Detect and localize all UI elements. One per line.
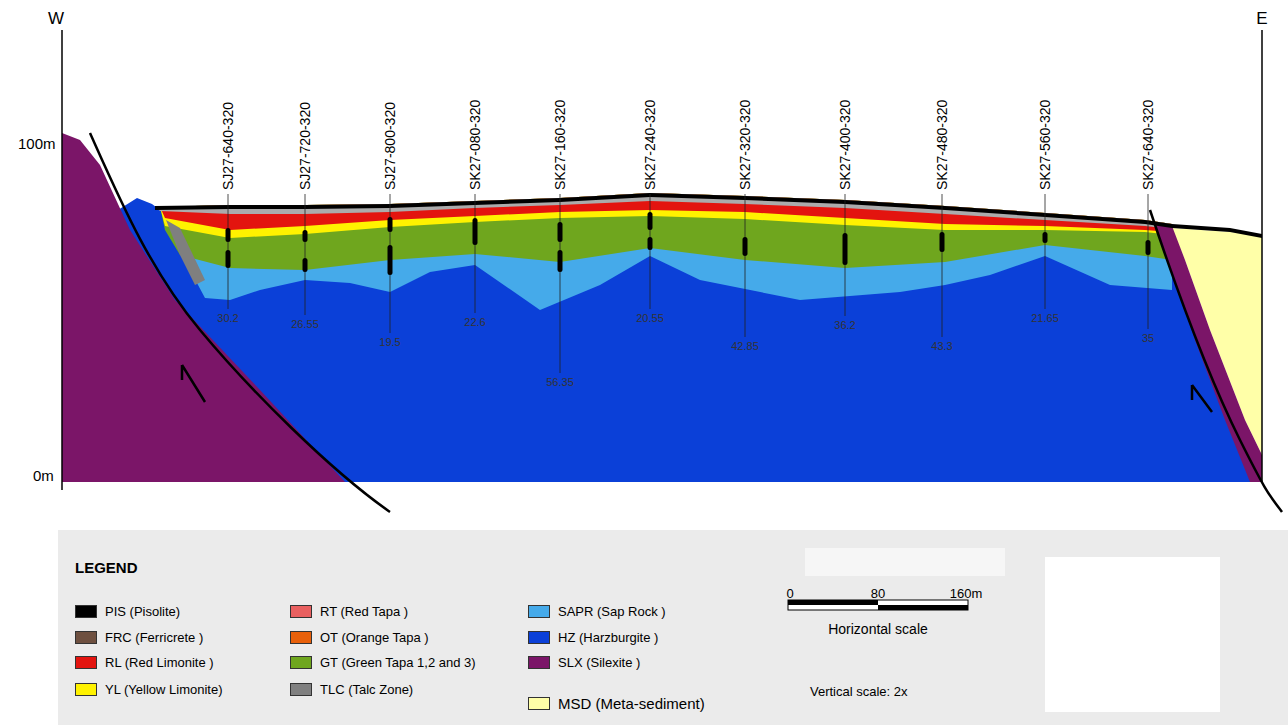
legend-swatch — [528, 697, 550, 710]
sample-interval — [303, 258, 308, 272]
green-tapa — [160, 193, 1172, 270]
legend-panel — [58, 530, 1288, 725]
hole-depth: 56.35 — [546, 377, 574, 388]
drillhole-name: SK27-320-320 — [738, 100, 752, 190]
legend-label: OT (Orange Tapa ) — [320, 631, 429, 644]
hole-depth: 42.85 — [731, 341, 759, 352]
hole-depth: 22.6 — [464, 317, 485, 328]
legend-label: GT (Green Tapa 1,2 and 3) — [320, 656, 476, 669]
hole-depth: 26.55 — [291, 319, 319, 330]
talc-zone — [166, 220, 205, 285]
sample-interval — [940, 232, 945, 252]
hole-depth: 36.2 — [834, 320, 855, 331]
direction-label: W — [48, 10, 64, 27]
elevation-label: 0m — [33, 468, 54, 483]
legend-swatch — [290, 631, 312, 644]
fault-line — [90, 133, 390, 512]
legend-label: MSD (Meta-sediment) — [558, 696, 705, 711]
hole-depth: 30.2 — [217, 313, 238, 324]
drillhole-name: SJ27-640-320 — [221, 102, 235, 190]
legend-swatch — [75, 656, 97, 669]
sample-interval — [303, 230, 308, 242]
drill-hole — [745, 194, 746, 337]
sample-interval — [226, 228, 231, 242]
drillhole-name: SK27-400-320 — [838, 100, 852, 190]
legend-swatch — [75, 605, 97, 618]
sample-interval — [388, 245, 393, 275]
legend-swatch — [75, 631, 97, 644]
direction-label: E — [1256, 10, 1267, 27]
scale-panel — [805, 548, 1005, 576]
hole-depth: 20.55 — [636, 313, 664, 324]
drill-hole — [1045, 194, 1046, 309]
sample-interval — [558, 250, 563, 272]
hole-depth: 21.65 — [1031, 313, 1059, 324]
sample-interval — [388, 217, 393, 232]
drill-hole — [475, 194, 476, 313]
drillhole-name: SJ27-720-320 — [298, 102, 312, 190]
sample-interval — [473, 218, 478, 245]
silexite-right — [1155, 222, 1262, 482]
scale-tick: 160m — [950, 587, 983, 600]
sample-interval — [743, 237, 748, 256]
drill-hole — [1148, 194, 1149, 329]
sample-interval — [1146, 240, 1151, 255]
legend-label: HZ (Harzburgite ) — [558, 631, 658, 644]
grey-band — [155, 193, 1172, 229]
fault-arrow — [1192, 385, 1212, 412]
legend-label: YL (Yellow Limonite) — [105, 683, 223, 696]
legend-label: RT (Red Tapa ) — [320, 605, 408, 618]
blank-box — [1045, 557, 1220, 712]
sample-interval — [648, 212, 653, 230]
drillhole-name: SK27-640-320 — [1141, 100, 1155, 190]
drill-hole — [305, 194, 306, 315]
legend-label: SLX (Silexite ) — [558, 656, 640, 669]
drillhole-name: SJ27-800-320 — [383, 102, 397, 190]
legend-swatch — [290, 605, 312, 618]
hole-depth: 43.3 — [931, 341, 952, 352]
scale-bar — [788, 600, 968, 610]
hole-depth: 19.5 — [379, 337, 400, 348]
sample-interval — [226, 250, 231, 268]
axis-line — [1261, 30, 1263, 482]
sample-interval — [843, 233, 848, 265]
pisolite — [155, 193, 1262, 238]
legend-swatch — [528, 656, 550, 669]
legend-swatch — [290, 683, 312, 696]
legend-swatch — [528, 605, 550, 618]
scale-caption: Horizontal scale — [828, 622, 928, 636]
drillhole-name: SK27-160-320 — [553, 100, 567, 190]
drillhole-name: SK27-480-320 — [935, 100, 949, 190]
legend-label: SAPR (Sap Rock ) — [558, 605, 666, 618]
legend-swatch — [75, 683, 97, 696]
drill-hole — [560, 194, 561, 373]
drillhole-name: SK27-560-320 — [1038, 100, 1052, 190]
hole-depth: 35 — [1142, 333, 1154, 344]
drillhole-name: SK27-080-320 — [468, 100, 482, 190]
legend-label: RL (Red Limonite ) — [105, 656, 214, 669]
legend-label: PIS (Pisolite) — [105, 605, 180, 618]
harzburgite — [62, 133, 1262, 482]
sample-interval — [648, 237, 653, 250]
axis-line — [61, 30, 63, 490]
scale-tick: 0 — [786, 587, 793, 600]
sample-interval — [1043, 232, 1048, 243]
legend-title: LEGEND — [75, 560, 138, 575]
drill-hole — [942, 194, 943, 337]
legend-swatch — [528, 631, 550, 644]
fault-arrow — [182, 365, 205, 402]
sample-interval — [558, 222, 563, 242]
drillhole-name: SK27-240-320 — [643, 100, 657, 190]
legend-swatch — [290, 656, 312, 669]
scale-tick: 80 — [871, 587, 885, 600]
legend-label: TLC (Talc Zone) — [320, 683, 413, 696]
drill-hole — [650, 194, 651, 309]
legend-label: FRC (Ferricrete ) — [105, 631, 203, 644]
scale-caption: Vertical scale: 2x — [810, 685, 908, 698]
elevation-label: 100m — [18, 136, 56, 151]
